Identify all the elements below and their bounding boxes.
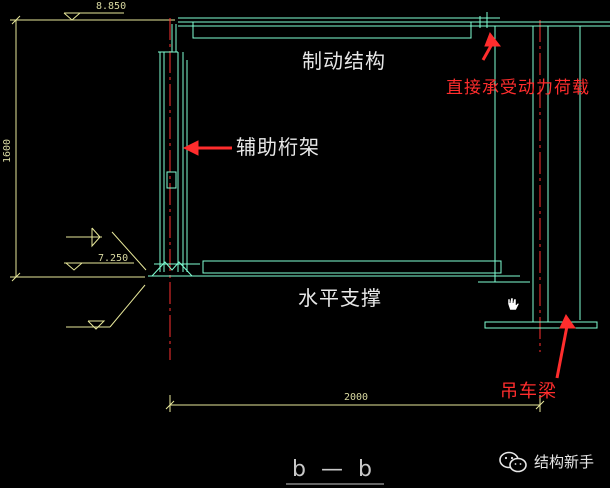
elevation-marker-bottom <box>64 262 134 271</box>
arrow-dynamic-load <box>484 31 502 47</box>
brake-structure <box>178 12 610 39</box>
arrow-auxiliary-truss <box>182 140 199 156</box>
crane-beam <box>478 26 598 329</box>
height-dimension-text: 1600 <box>2 138 14 164</box>
watermark: 结构新手 <box>498 450 594 474</box>
crane-beam-label: 吊车梁 <box>500 381 557 402</box>
section-mark: b — b <box>292 457 376 482</box>
height-dimension <box>10 15 175 282</box>
elevation-top-text: 8.850 <box>96 1 127 12</box>
brake-structure-label: 制动结构 <box>302 49 386 73</box>
section-symbols <box>66 227 147 330</box>
elevation-marker-top <box>63 12 124 21</box>
elevation-bottom-text: 7.250 <box>98 253 129 264</box>
axis-lines <box>169 18 541 360</box>
auxiliary-truss <box>148 24 220 277</box>
hand-cursor-icon <box>507 297 520 311</box>
width-dimension <box>165 395 545 412</box>
annotation-arrows <box>182 31 576 379</box>
horizontal-bracing <box>190 260 520 277</box>
horizontal-bracing-label: 水平支撑 <box>298 286 382 310</box>
auxiliary-truss-label: 辅助桁架 <box>236 135 320 159</box>
watermark-text: 结构新手 <box>534 452 595 471</box>
wechat-icon <box>499 451 527 473</box>
width-dimension-text: 2000 <box>344 392 369 403</box>
direct-dynamic-load-label: 直接承受动力荷载 <box>446 78 590 98</box>
